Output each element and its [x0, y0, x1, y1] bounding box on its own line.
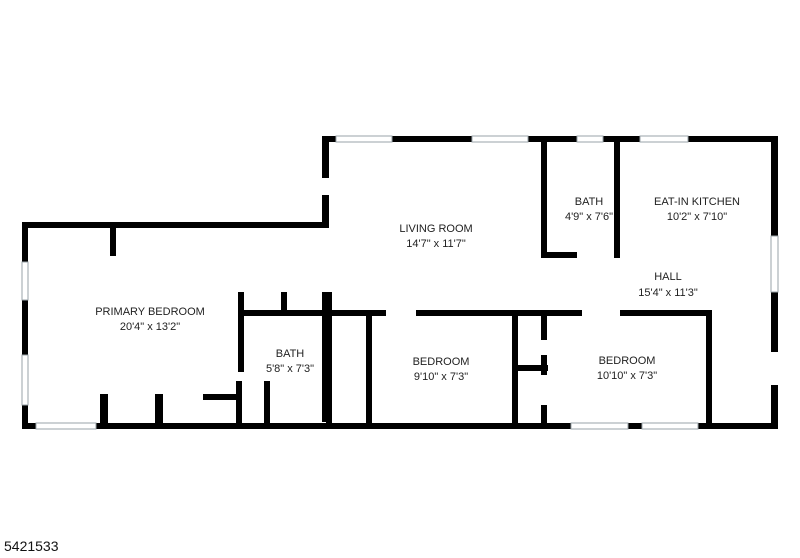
room-size-hall: 15'4" x 11'3" — [638, 287, 698, 299]
room-size-primary-bedroom: 20'4" x 13'2" — [120, 321, 180, 333]
room-labels: LIVING ROOM 14'7" x 11'7" BATH 4'9" x 7'… — [95, 196, 740, 383]
room-size-bath-lower: 5'8" x 7'3" — [266, 363, 314, 375]
listing-id: 5421533 — [4, 538, 59, 554]
room-size-living-room: 14'7" x 11'7" — [406, 238, 466, 250]
room-size-eat-in-kitchen: 10'2" x 7'10" — [667, 211, 727, 223]
room-name-hall: HALL — [654, 271, 682, 283]
windows — [21, 135, 779, 430]
room-size-bedroom-right: 10'10" x 7'3" — [597, 370, 657, 382]
room-name-bedroom-middle: BEDROOM — [413, 356, 470, 368]
room-name-primary-bedroom: PRIMARY BEDROOM — [95, 306, 205, 318]
walls — [22, 136, 778, 429]
room-name-bedroom-right: BEDROOM — [599, 355, 656, 367]
room-name-eat-in-kitchen: EAT-IN KITCHEN — [654, 196, 740, 208]
room-name-bath-lower: BATH — [276, 348, 305, 360]
room-name-bath-upper: BATH — [575, 196, 604, 208]
room-size-bedroom-middle: 9'10" x 7'3" — [414, 371, 468, 383]
room-size-bath-upper: 4'9" x 7'6" — [565, 211, 613, 223]
room-name-living-room: LIVING ROOM — [399, 223, 472, 235]
